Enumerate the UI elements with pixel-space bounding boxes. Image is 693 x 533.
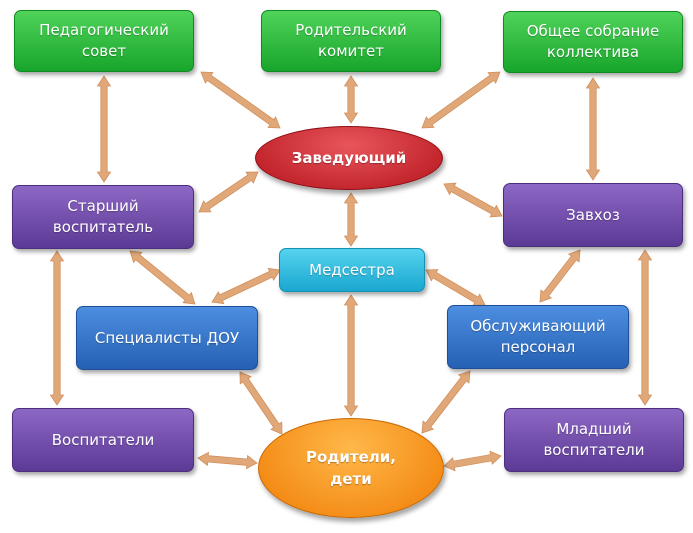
node-medsestra: Медсестра xyxy=(279,248,425,292)
node-ped-sovet: Педагогический совет xyxy=(14,10,194,72)
node-specialisty-label: Специалисты ДОУ xyxy=(94,328,240,347)
node-obsluzhivayushchiy-label: Обслуживающий персонал xyxy=(470,317,606,356)
node-rod-komitet-label: Родительский комитет xyxy=(295,21,407,60)
node-starshiy-vospitatel: Старший воспитатель xyxy=(12,185,194,249)
arrow-rod-komitet-to-zaveduyushchiy xyxy=(343,75,359,124)
node-medsestra-label: Медсестра xyxy=(309,260,395,279)
node-specialisty: Специалисты ДОУ xyxy=(76,306,258,370)
node-zaveduyushchiy-label: Заведующий xyxy=(291,149,407,167)
arrow-vospitateli-to-roditeli xyxy=(197,451,258,470)
node-rod-komitet: Родительский комитет xyxy=(261,10,441,72)
arrow-obshchee-sobranie-to-zaveduyushchiy xyxy=(421,71,501,129)
arrow-starshiy-to-vospitateli xyxy=(49,250,65,406)
node-zavkhoz-label: Завхоз xyxy=(566,205,620,224)
node-obshchee-sobranie-label: Общее собрание коллектива xyxy=(526,22,660,61)
arrow-mladshiy-to-roditeli xyxy=(443,450,502,472)
arrow-zaveduyushchiy-to-zavkhoz xyxy=(443,182,503,218)
node-zaveduyushchiy: Заведующий xyxy=(255,126,443,190)
arrow-ped-sovet-to-starshiy xyxy=(96,75,112,183)
node-zavkhoz: Завхоз xyxy=(503,183,683,247)
arrow-medsestra-to-obsluzhivayushchiy xyxy=(425,269,486,306)
arrow-medsestra-to-roditeli xyxy=(343,294,359,417)
node-vospitateli-label: Воспитатели xyxy=(51,430,155,449)
node-roditeli-deti-label: Родители, дети xyxy=(306,448,396,488)
node-vospitateli: Воспитатели xyxy=(12,408,194,472)
node-mladshiy-vospitatel-label: Младший воспитатели xyxy=(543,420,645,459)
node-ped-sovet-label: Педагогический совет xyxy=(39,21,169,60)
arrow-specialisty-to-roditeli xyxy=(239,371,283,435)
arrow-zavkhoz-to-mladshiy xyxy=(637,249,653,406)
arrow-zavkhoz-to-obsluzhivayushchiy xyxy=(539,249,581,303)
arrow-starshiy-to-specialisty xyxy=(129,250,196,305)
node-starshiy-vospitatel-label: Старший воспитатель xyxy=(52,197,154,236)
arrow-obshchee-sobranie-to-zavkhoz xyxy=(585,77,601,181)
node-roditeli-deti: Родители, дети xyxy=(258,418,444,518)
arrow-obsluzhivayushchiy-to-roditeli xyxy=(421,370,471,434)
arrow-zaveduyushchiy-to-medsestra xyxy=(343,192,359,247)
arrow-medsestra-to-specialisty xyxy=(211,267,281,305)
node-obsluzhivayushchiy: Обслуживающий персонал xyxy=(447,305,629,369)
arrow-ped-sovet-to-zaveduyushchiy xyxy=(200,71,281,129)
node-mladshiy-vospitatel: Младший воспитатели xyxy=(504,408,684,472)
arrow-zaveduyushchiy-to-starshiy xyxy=(198,171,259,213)
node-obshchee-sobranie: Общее собрание коллектива xyxy=(503,11,683,73)
